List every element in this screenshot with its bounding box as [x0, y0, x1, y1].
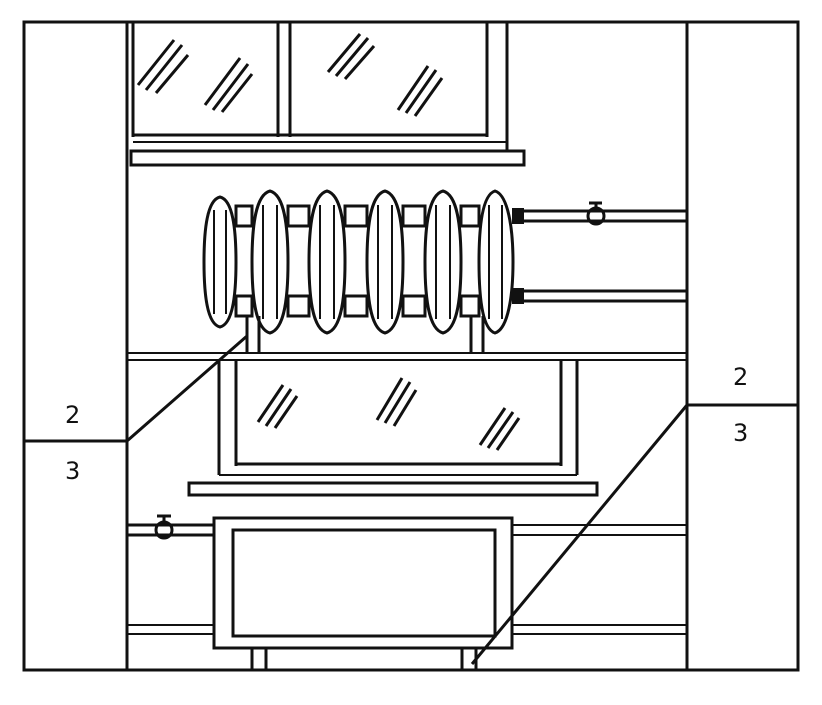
upper-glass-hatching [136, 33, 444, 117]
radiator-return-pipe [512, 288, 687, 304]
valve-icon [154, 514, 174, 540]
panel-radiator-return-pipe [127, 624, 687, 635]
radiator-sections [202, 189, 515, 335]
lower-window [187, 360, 599, 497]
left-callout-lower-label: 3 [65, 457, 80, 485]
right-callout-lower-label: 3 [733, 419, 748, 447]
sectional-radiator [202, 189, 515, 353]
lower-window-sill [187, 481, 599, 497]
lower-glass-hatching [256, 377, 521, 451]
radiator-section-ribs [213, 205, 503, 319]
right-callout-upper-label: 2 [733, 363, 748, 391]
upper-window-sill [129, 149, 526, 167]
radiator-nipple-blocks [234, 204, 481, 318]
upper-window [129, 22, 526, 167]
panel-radiator [212, 516, 514, 670]
panel-radiator-supply-pipe [127, 523, 687, 537]
valve-icon [586, 201, 606, 226]
outer-frame [22, 20, 800, 672]
right-callout: 2 3 [470, 363, 798, 665]
left-callout: 2 3 [24, 334, 248, 485]
left-callout-upper-label: 2 [65, 401, 80, 429]
radiator-legs [245, 316, 485, 353]
radiator-supply-pipe [512, 208, 687, 224]
floor-slab-lines [127, 352, 687, 361]
